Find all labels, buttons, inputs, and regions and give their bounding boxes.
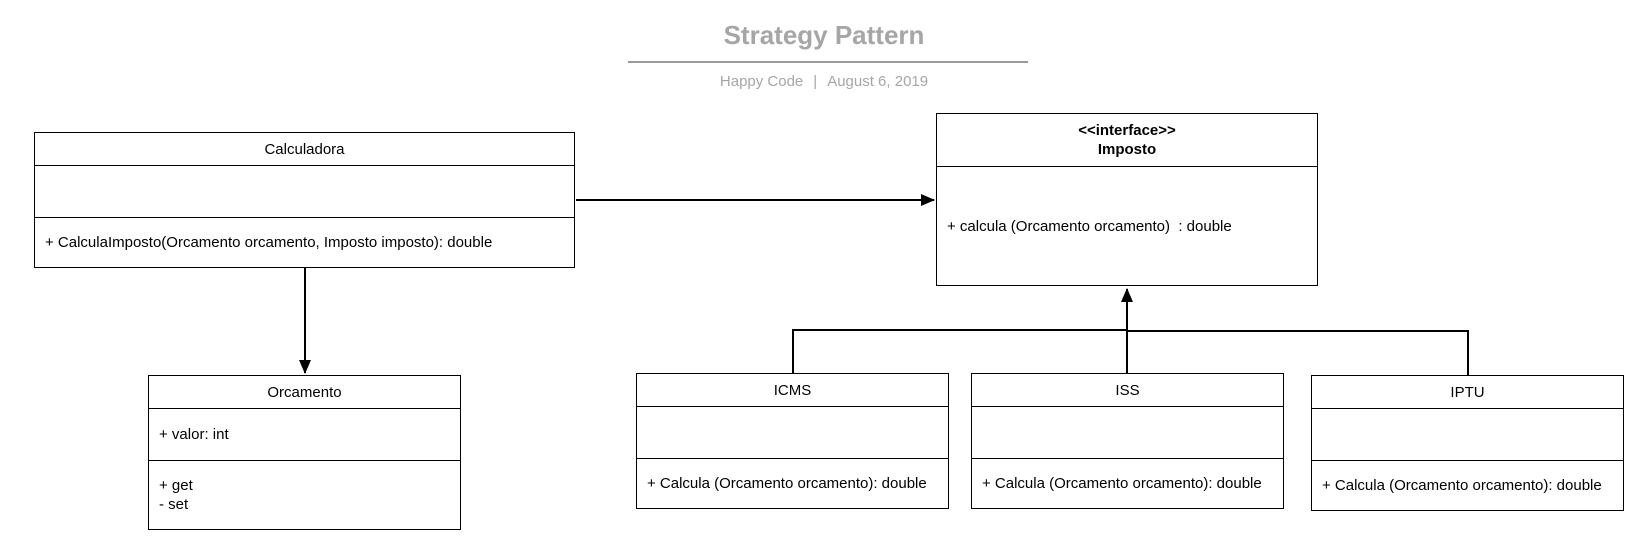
method-calcula-icms: + Calcula (Orcamento orcamento): double <box>647 475 927 492</box>
class-orcamento-name: Orcamento <box>267 383 342 401</box>
diagram-subtitle: Happy Code | August 6, 2019 <box>0 73 1648 90</box>
methods-compartment: + CalculaImposto(Orcamento orcamento, Im… <box>35 217 574 267</box>
methods-compartment: + calcula (Orcamento orcamento) : double <box>937 166 1317 285</box>
attributes-compartment <box>972 406 1283 458</box>
date-label: August 6, 2019 <box>827 73 929 90</box>
attribute-valor: + valor: int <box>159 426 229 443</box>
stereotype-label: <<interface>> <box>1078 122 1176 139</box>
diagram-title: Strategy Pattern <box>723 20 925 50</box>
class-calculadora-name: Calculadora <box>264 140 345 158</box>
method-calcula-iptu: + Calcula (Orcamento orcamento): double <box>1322 477 1602 494</box>
class-calculadora[interactable]: Calculadora + CalculaImposto(Orcamento o… <box>34 132 575 268</box>
methods-compartment: + Calcula (Orcamento orcamento): double <box>637 458 948 508</box>
title-underline <box>628 61 1028 63</box>
interface-imposto-name: Imposto <box>1097 141 1157 158</box>
method-get: + get <box>159 477 193 494</box>
methods-compartment: + Calcula (Orcamento orcamento): double <box>972 458 1283 508</box>
class-iss-name: ISS <box>1115 381 1140 399</box>
realization-iptu <box>1127 330 1469 375</box>
method-calcula-iss: + Calcula (Orcamento orcamento): double <box>982 475 1262 492</box>
attributes-compartment <box>637 406 948 458</box>
class-iptu[interactable]: IPTU + Calcula (Orcamento orcamento): do… <box>1311 375 1624 511</box>
class-name: Orcamento <box>149 376 460 408</box>
author-label: Happy Code <box>719 73 804 90</box>
attributes-compartment <box>35 165 574 217</box>
class-name: ISS <box>972 374 1283 406</box>
subtitle-separator: | <box>813 73 818 90</box>
attributes-compartment: + valor: int <box>149 408 460 460</box>
methods-compartment: + Calcula (Orcamento orcamento): double <box>1312 460 1623 510</box>
class-icms[interactable]: ICMS + Calcula (Orcamento orcamento): do… <box>636 373 949 509</box>
method-set: - set <box>159 496 189 513</box>
realization-icms <box>792 329 1127 373</box>
class-icms-name: ICMS <box>773 381 812 399</box>
class-iptu-name: IPTU <box>1450 383 1485 401</box>
class-orcamento[interactable]: Orcamento + valor: int + get - set <box>148 375 461 530</box>
interface-header: <<interface>> Imposto <box>937 114 1317 166</box>
interface-imposto[interactable]: <<interface>> Imposto + calcula (Orcamen… <box>936 113 1318 286</box>
class-iss[interactable]: ISS + Calcula (Orcamento orcamento): dou… <box>971 373 1284 509</box>
method-calcula: + calcula (Orcamento orcamento) : double <box>947 217 1232 235</box>
class-name: ICMS <box>637 374 948 406</box>
attributes-compartment <box>1312 408 1623 460</box>
class-name: IPTU <box>1312 376 1623 408</box>
class-name: Calculadora <box>35 133 574 165</box>
methods-compartment: + get - set <box>149 460 460 529</box>
method-calculaimposto: + CalculaImposto(Orcamento orcamento, Im… <box>45 234 493 251</box>
